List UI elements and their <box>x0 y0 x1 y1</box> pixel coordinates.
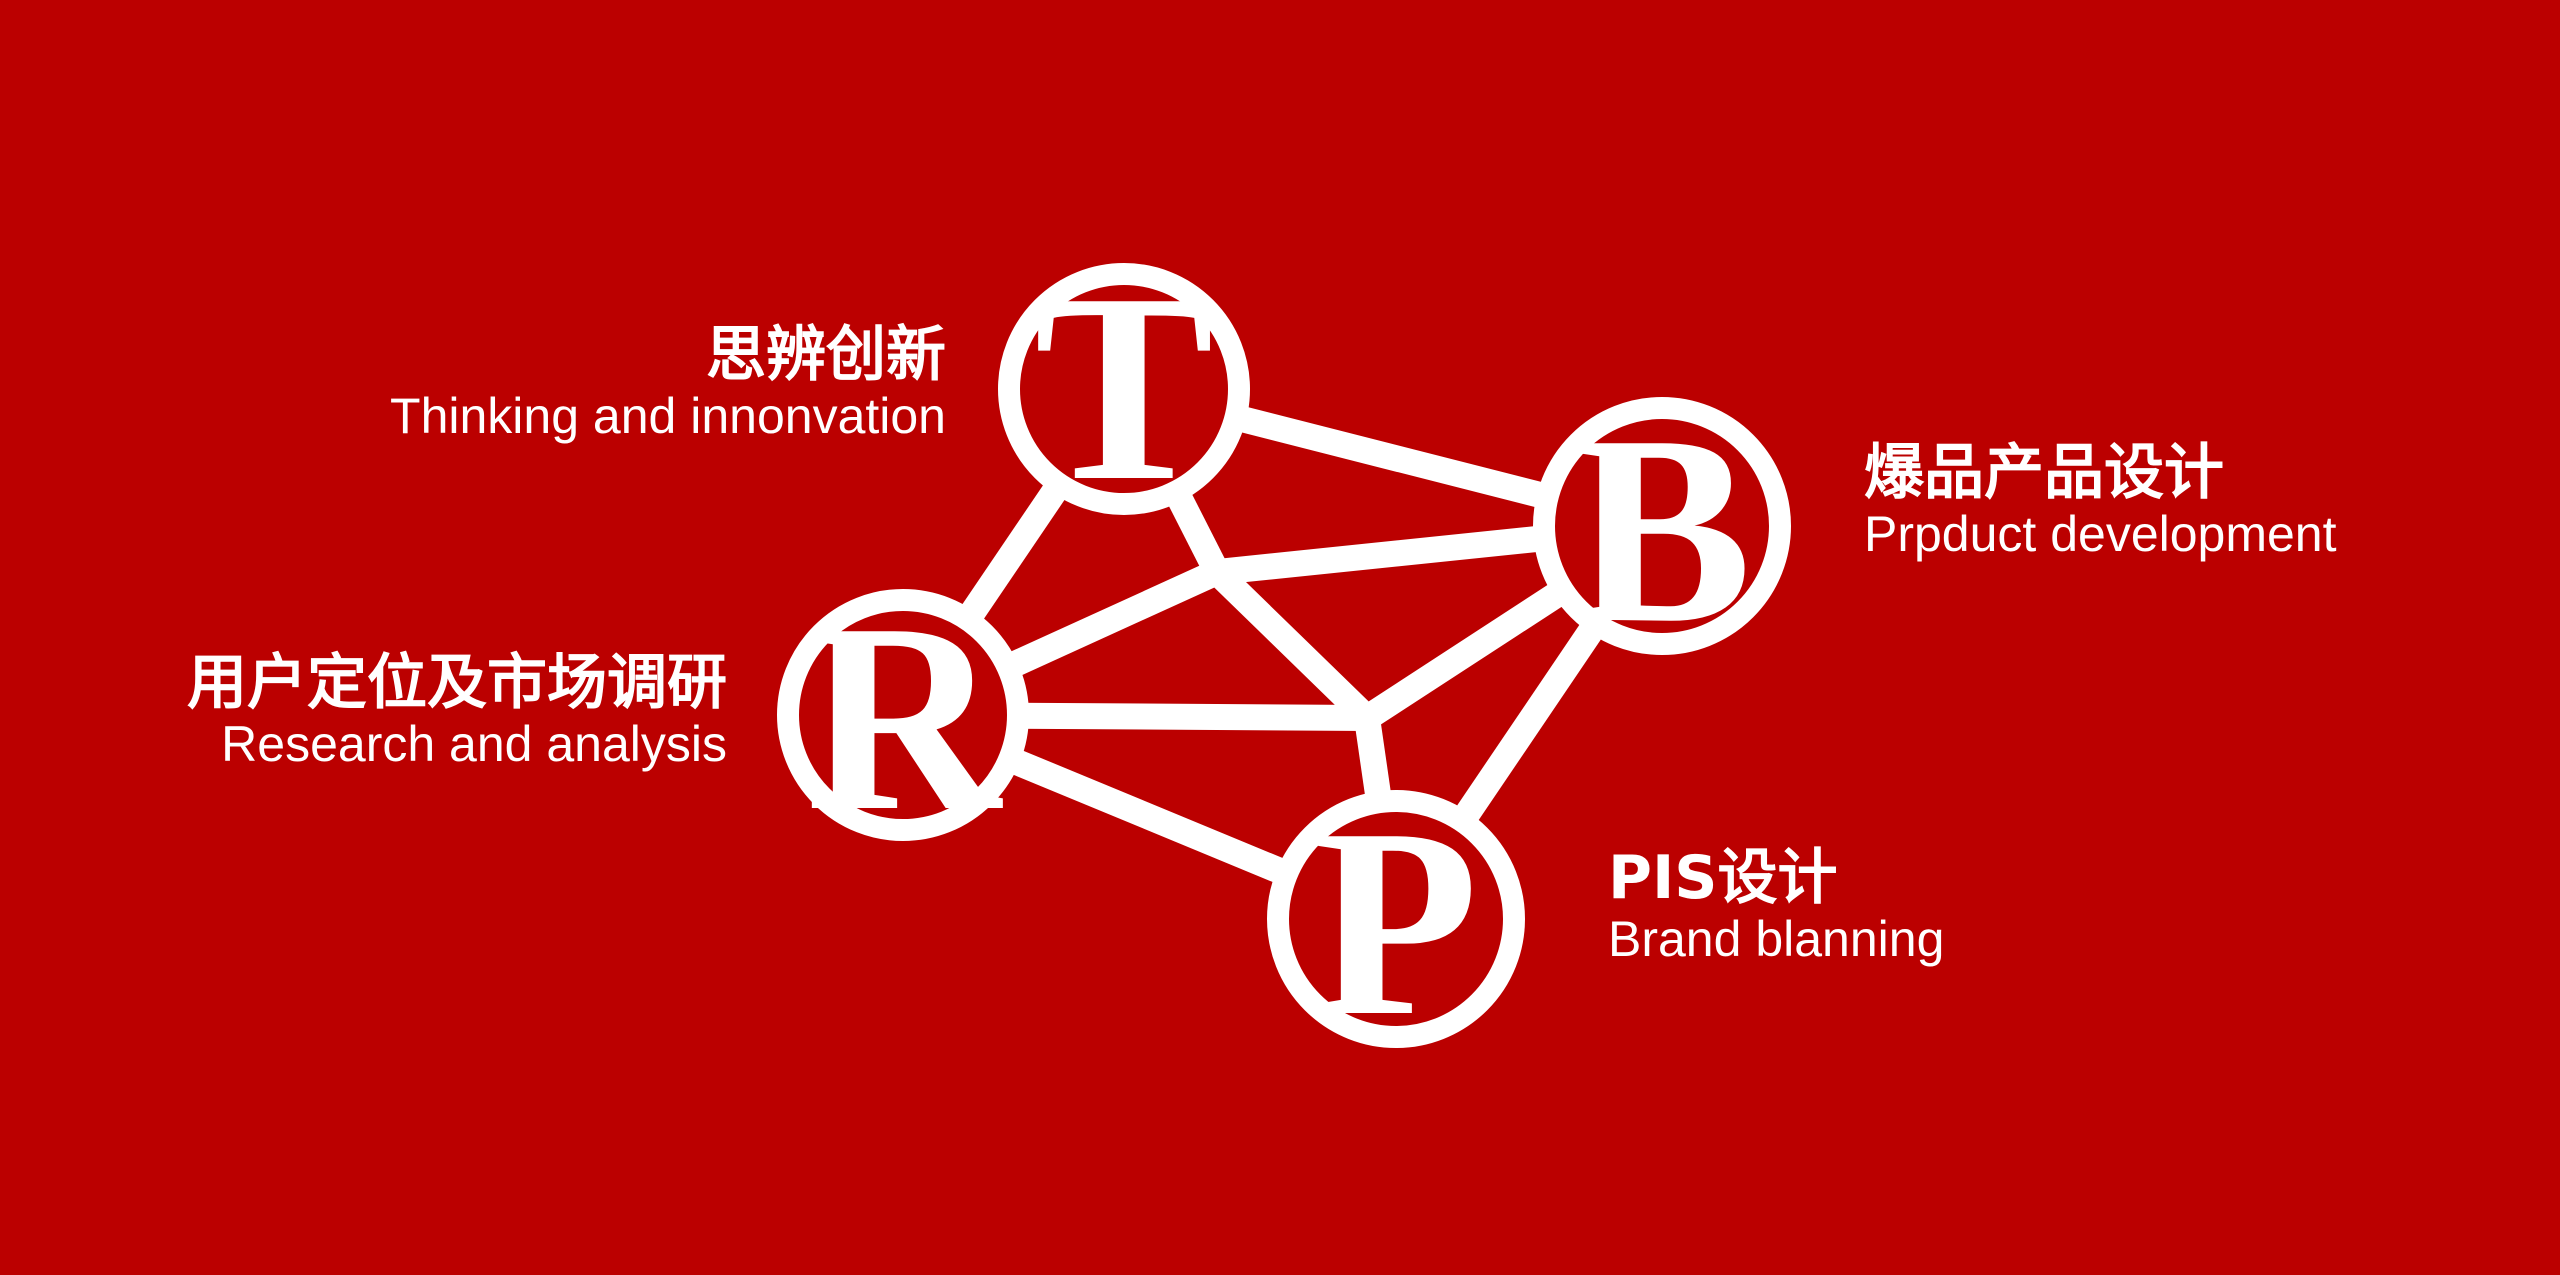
title-zh: 用户定位及市场调研 <box>187 648 727 718</box>
title-zh: 思辨创新 <box>706 320 946 390</box>
node-t: T <box>998 238 1250 537</box>
title-en: Thinking and innonvation <box>390 388 946 444</box>
letter-t: T <box>1034 238 1214 537</box>
node-r: R <box>777 568 1029 867</box>
title-zh: PIS设计 <box>1608 843 1838 913</box>
title-en: Brand blanning <box>1608 911 1945 967</box>
edge-center-junction <box>1207 562 1377 728</box>
title-zh: 爆品产品设计 <box>1864 438 2224 508</box>
letter-p: P <box>1314 773 1479 1072</box>
title-en: Prpduct development <box>1864 506 2337 562</box>
letter-r: R <box>806 568 1004 867</box>
title-en: Research and analysis <box>221 716 727 772</box>
node-b: B <box>1533 380 1791 679</box>
letter-b: B <box>1572 380 1752 679</box>
node-p: P <box>1267 773 1525 1072</box>
label-pis: PIS设计 Brand blanning <box>1608 845 1944 967</box>
label-product: 爆品产品设计 Prpduct development <box>1864 440 2337 562</box>
label-research: 用户定位及市场调研 Research and analysis <box>187 650 727 772</box>
label-thinking: 思辨创新 Thinking and innonvation <box>390 322 946 444</box>
